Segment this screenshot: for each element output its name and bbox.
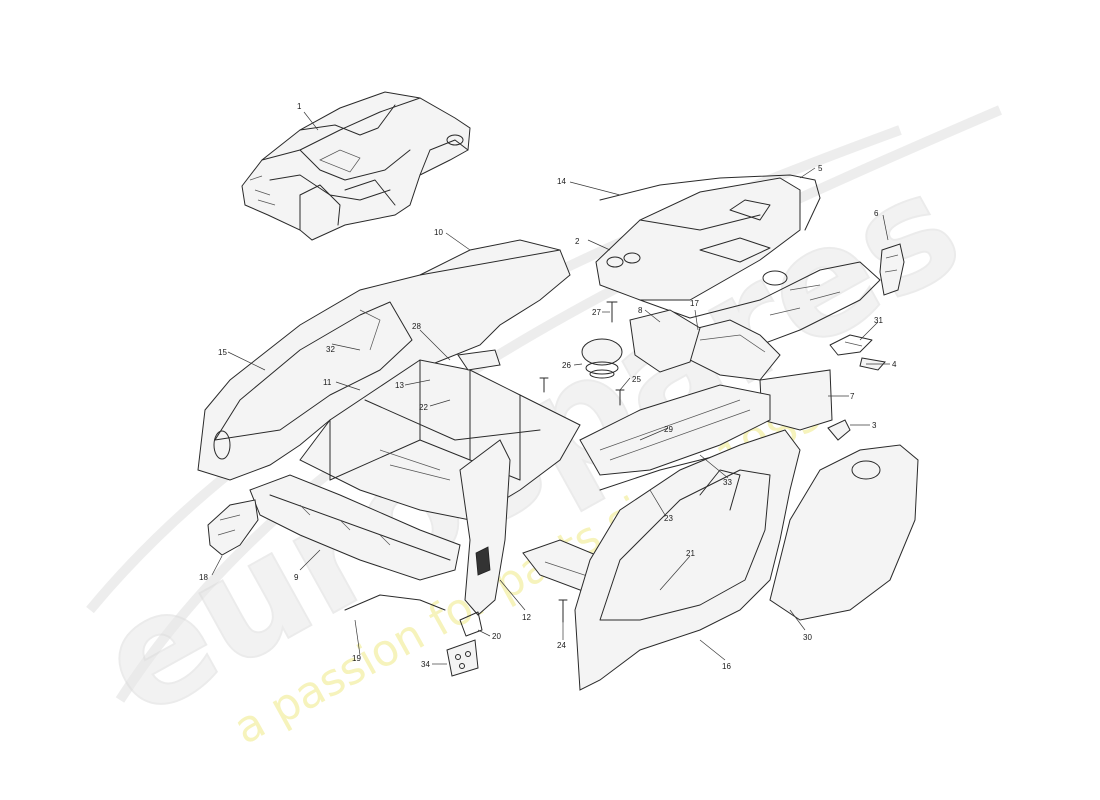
callout-28: 28 [412,322,421,331]
callout-29: 29 [664,425,673,434]
part-20-bracket [459,611,483,637]
callout-18: 18 [199,573,208,582]
part-18-front-bracket [207,499,259,556]
callout-9: 9 [294,573,299,582]
callout-22: 22 [419,403,428,412]
part-27-bolt [606,301,618,323]
part-3-bracket [827,419,851,441]
callout-5: 5 [818,164,823,173]
callout-4: 4 [892,360,897,369]
part-34-plate [446,639,479,677]
part-30-rear-quarter [769,444,919,621]
callout-2: 2 [575,237,580,246]
callout-31: 31 [874,316,883,325]
part-15-left-body-side [197,239,571,481]
callout-8: 8 [638,306,643,315]
part-1-complete-body-shell [241,91,471,241]
callout-3: 3 [872,421,877,430]
callout-33: 33 [723,478,732,487]
leader-lines [211,111,890,665]
callout-30: 30 [803,633,812,642]
callout-21: 21 [686,549,695,558]
callout-23: 23 [664,514,673,523]
callout-14: 14 [557,177,566,186]
part-12-a-pillar [459,439,511,616]
part-17-wheelhouse [689,319,781,381]
part-27-bolt-b [539,377,549,393]
callout-7: 7 [850,392,855,401]
part-7-panel [759,369,833,431]
callout-27: 27 [592,308,601,317]
callout-32: 32 [326,345,335,354]
callout-26: 26 [562,361,571,370]
callout-6: 6 [874,209,879,218]
part-24-bolt [558,599,568,623]
part-19-lower-rail [344,594,446,611]
part-14-rear-parcel-assembly [595,174,881,346]
part-6-bracket [879,243,905,296]
callout-34: 34 [421,660,430,669]
callout-11: 11 [323,378,332,387]
part-31-bracket [829,334,873,356]
callout-12: 12 [522,613,531,622]
callout-20: 20 [492,632,501,641]
callout-1: 1 [297,102,302,111]
callout-17: 17 [690,299,699,308]
callout-16: 16 [722,662,731,671]
callout-labels: 1 2 3 4 5 6 7 8 9 10 11 12 13 14 15 16 1… [199,102,897,671]
callout-13: 13 [395,381,404,390]
part-29-floor [579,384,771,476]
part-9-front-crossmember [249,474,461,581]
callout-10: 10 [434,228,443,237]
part-26-cap [581,338,623,379]
callout-15: 15 [218,348,227,357]
callout-25: 25 [632,375,641,384]
callout-24: 24 [557,641,566,650]
callout-19: 19 [352,654,361,663]
part-8-inner-panel [629,309,701,373]
